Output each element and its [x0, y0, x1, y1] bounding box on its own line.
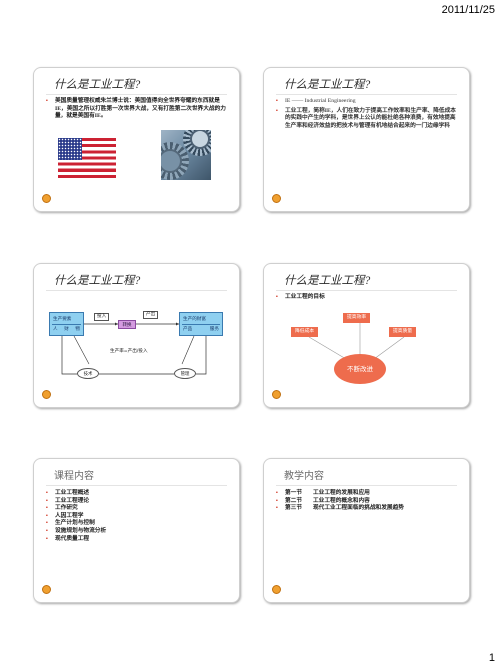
- tech-loop-left: [61, 336, 77, 375]
- product-item: 产品: [183, 327, 193, 332]
- goal-connectors: [308, 323, 405, 360]
- slide-4: 什么是工业工程? 工业工程的目标 降低成本 提高效率 提高质量 不断改进: [263, 263, 470, 408]
- resource-item: 人: [53, 327, 58, 332]
- us-flag-image: [58, 138, 116, 178]
- bullet-item: 工业工程的目标: [276, 294, 461, 302]
- course-item: 工业工程理论: [46, 498, 231, 506]
- productivity-formula: 生产率=产出/投入: [110, 349, 148, 354]
- quality-connector: [373, 336, 405, 360]
- slide-number-badge: [272, 585, 281, 594]
- input-label: 投入: [94, 313, 110, 321]
- manage-link: [181, 335, 195, 365]
- output-arrowhead: [176, 322, 179, 326]
- slide-title: 什么是工业工程?: [284, 275, 371, 287]
- slide-title: 什么是工业工程?: [284, 79, 371, 91]
- gear-icon: [161, 142, 189, 180]
- resources-box: 生产要素 人 财 物: [49, 312, 84, 336]
- bullet-item: 工业工程，简称IE，人们在致力于提高工作效率和生产率、降低成本的实践中产生的学科…: [276, 108, 461, 131]
- goal-improve-efficiency: 提高效率: [343, 313, 371, 323]
- course-item: 设施规划与物流分析: [46, 528, 231, 536]
- section-number: 第一节: [285, 490, 303, 496]
- product-items: 产品 服务: [183, 326, 219, 332]
- manage-oval: 管理: [174, 368, 196, 379]
- goal-reduce-cost: 降低成本: [291, 327, 319, 337]
- slide-number-badge: [42, 585, 51, 594]
- course-list: 工业工程概述 工业工程理论 工作研究 人因工程学 生产计划与控制 设施规划与物流…: [46, 490, 231, 543]
- section-number: 第二节: [285, 497, 303, 504]
- bullet-list: 工业工程的目标: [276, 294, 461, 302]
- resource-item: 财: [64, 327, 69, 332]
- flag-canton: [58, 138, 82, 160]
- title-divider: [46, 94, 227, 95]
- resources-title: 生产要素: [53, 317, 72, 322]
- tech-link: [73, 335, 90, 365]
- slide-3: 什么是工业工程? 生产要素 人 财 物 投入 转换 产出 生产的财富 产品 服务…: [33, 263, 240, 408]
- section-title: 工业工程的概念和内容: [313, 497, 370, 504]
- product-title: 生产的财富: [183, 317, 206, 322]
- course-item: 现代质量工程: [46, 536, 231, 544]
- section-title: 工业工程的发展和应用: [313, 490, 370, 496]
- bullet-list: 美国质量管理权威朱兰博士说：美国值得向全世界夸耀的东西就是IE，美国之所以打胜第…: [46, 98, 231, 121]
- course-item: 生产计划与控制: [46, 520, 231, 528]
- slide-2: 什么是工业工程? IE —— Industrial Engineering 工业…: [263, 67, 470, 212]
- input-arrowhead: [115, 322, 118, 326]
- tech-oval: 技术: [77, 368, 99, 379]
- gear-icon: [183, 130, 211, 156]
- slide-1: 什么是工业工程? 美国质量管理权威朱兰博士说：美国值得向全世界夸耀的东西就是IE…: [33, 67, 240, 212]
- goal-improve-quality: 提高质量: [389, 327, 417, 337]
- title-divider: [276, 94, 457, 95]
- product-box: 生产的财富 产品 服务: [179, 312, 223, 336]
- resources-items: 人 财 物: [53, 326, 80, 332]
- title-divider: [46, 485, 227, 486]
- section-title: 现代工业工程面临的挑战和发展趋势: [313, 505, 404, 512]
- page-number: 1: [488, 652, 495, 664]
- course-item: 人因工程学: [46, 513, 231, 521]
- slide-title: 什么是工业工程?: [54, 275, 141, 287]
- diagram-connectors: [61, 322, 207, 375]
- slide-title: 什么是工业工程?: [54, 79, 141, 91]
- slide-title: 教学内容: [284, 471, 324, 482]
- title-divider: [276, 485, 457, 486]
- product-item: 服务: [209, 327, 219, 332]
- slide-6: 教学内容 第一节 工业工程的发展和应用 第二节 工业工程的概念和内容 第三节 现代工业…: [263, 458, 470, 603]
- box-divider: [182, 324, 220, 325]
- title-divider: [276, 290, 457, 291]
- slide-number-badge: [42, 194, 51, 203]
- section-item: 第三节 现代工业工程面临的挑战和发展趋势: [276, 505, 461, 513]
- output-label: 产出: [143, 311, 159, 319]
- section-number: 第三节: [285, 505, 303, 512]
- transform-box: 转换: [118, 320, 136, 329]
- bullet-item: 美国质量管理权威朱兰博士说：美国值得向全世界夸耀的东西就是IE，美国之所以打胜第…: [46, 98, 231, 121]
- box-divider: [52, 324, 81, 325]
- section-item: 第一节 工业工程的发展和应用: [276, 490, 461, 498]
- section-item: 第二节 工业工程的概念和内容: [276, 498, 461, 506]
- slide-number-badge: [272, 390, 281, 399]
- resource-item: 物: [75, 327, 80, 332]
- goal-continuous-improvement: 不断改进: [334, 354, 386, 384]
- bullet-item: IE —— Industrial Engineering: [276, 98, 461, 106]
- slide-number-badge: [272, 194, 281, 203]
- print-date: 2011/11/25: [441, 4, 495, 16]
- title-divider: [46, 290, 227, 291]
- slide-number-badge: [42, 390, 51, 399]
- bullet-list: IE —— Industrial Engineering 工业工程，简称IE，人…: [276, 98, 461, 132]
- course-item: 工作研究: [46, 505, 231, 513]
- manage-loop-right: [196, 336, 207, 375]
- gears-photo: [161, 130, 211, 180]
- section-list: 第一节 工业工程的发展和应用 第二节 工业工程的概念和内容 第三节 现代工业工程面临的…: [276, 490, 461, 513]
- cost-connector: [308, 336, 347, 360]
- slide-5: 课程内容 工业工程概述 工业工程理论 工作研究 人因工程学 生产计划与控制 设施…: [33, 458, 240, 603]
- course-item: 工业工程概述: [46, 490, 231, 498]
- slide-title: 课程内容: [54, 471, 94, 482]
